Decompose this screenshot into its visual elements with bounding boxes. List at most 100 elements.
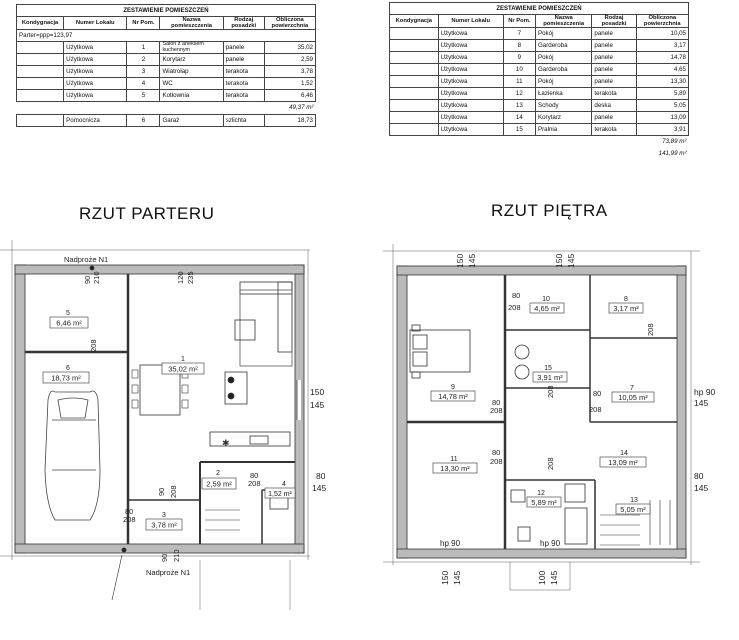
dimension-label: 235 xyxy=(186,271,195,284)
nightstand xyxy=(411,324,421,332)
subtotal: 49,37 m² xyxy=(289,104,314,111)
room-area: 6,46 m² xyxy=(56,319,82,328)
kitchen-counter xyxy=(239,281,293,295)
dimension-label: hp 90 xyxy=(540,539,561,548)
dimension-label: 208 xyxy=(248,479,261,488)
area-box xyxy=(42,371,90,384)
ground-floor-plan: ✱ xyxy=(0,240,310,610)
upper-dimension-labels: 150 145 150 145 hp 90 145 80 145 80 208 … xyxy=(440,254,716,585)
dimension-label: 90 xyxy=(157,488,166,496)
dimension-label: 145 xyxy=(312,483,326,493)
shower xyxy=(564,483,586,503)
dimension-label: 208 xyxy=(490,457,503,466)
area-box xyxy=(532,371,568,383)
toilet xyxy=(517,526,531,542)
room-number: 6 xyxy=(66,365,70,372)
area-box xyxy=(161,362,205,375)
area-box xyxy=(201,477,237,490)
room-area: 13,30 m² xyxy=(440,464,470,473)
dimension-label: 80 xyxy=(492,448,500,457)
area-box xyxy=(430,390,476,402)
room-area: 4,65 m² xyxy=(534,304,560,313)
room-area: 5,89 m² xyxy=(531,498,557,507)
dimension-label: 145 xyxy=(694,398,708,408)
area-box xyxy=(615,503,651,515)
room-number: 13 xyxy=(630,497,638,504)
sofa xyxy=(239,289,293,367)
dimension-label: 80 xyxy=(250,471,258,480)
area-box xyxy=(432,462,478,474)
dimension-label: 208 xyxy=(589,405,602,414)
stove xyxy=(249,435,269,445)
coffee-table xyxy=(234,319,256,341)
area-box xyxy=(526,496,562,508)
room-number: 11 xyxy=(450,456,457,463)
dimension-label: 120 xyxy=(176,271,185,284)
room-number: 9 xyxy=(451,384,455,391)
area-box xyxy=(145,518,183,531)
dining-table xyxy=(139,364,181,416)
dimension-label: 90 xyxy=(83,276,92,284)
rooms-table-ground: ZESTAWIENIE POMIESZCZEŃ Kondygnacja Nume… xyxy=(15,4,317,127)
ground-room-labels: 5 6,46 m² 6 18,73 m² 1 35,02 m² 2 2,59 m… xyxy=(42,310,296,531)
rooms-table-upper: ZESTAWIENIE POMIESZCZEŃ Kondygnacja Nume… xyxy=(389,2,690,160)
wall xyxy=(396,265,687,276)
bar-stool xyxy=(227,376,235,384)
dimension-label: 80 xyxy=(492,398,500,407)
room-area: 1,52 m² xyxy=(268,491,292,498)
dimension-label: 210 xyxy=(92,271,101,284)
wall xyxy=(676,265,687,559)
wall xyxy=(14,264,305,275)
asterisk-icon: ✱ xyxy=(222,438,230,448)
dimension-label: 150 xyxy=(440,571,450,585)
bed xyxy=(409,329,471,373)
col-header: Nazwa pomieszczenia xyxy=(159,16,224,30)
dimension-label: 145 xyxy=(310,400,324,410)
room-number: 5 xyxy=(66,310,70,317)
area-box xyxy=(529,302,565,314)
area-box xyxy=(49,316,89,329)
upper-floor-plan xyxy=(383,244,700,591)
dimension-label: 80 xyxy=(316,471,326,481)
nightstand xyxy=(411,371,421,379)
dimension-label: 150 xyxy=(310,387,324,397)
grand-total: 141,99 m² xyxy=(658,150,687,157)
dimension-label: 90 xyxy=(160,554,169,562)
dimension-label: 150 xyxy=(455,254,465,268)
room-number: 15 xyxy=(544,365,552,372)
entry-steps xyxy=(205,509,240,531)
ground-dimension-labels: Nadproże N1 Nadproże N1 150 145 80 145 8… xyxy=(64,255,326,577)
dimension-label: 208 xyxy=(490,406,503,415)
pillow xyxy=(412,351,428,367)
staircase xyxy=(600,500,671,546)
lintel-label: Nadproże N1 xyxy=(64,255,108,264)
col-header: Nr Pom. xyxy=(502,14,536,28)
wall xyxy=(14,543,305,554)
dimension-label: 145 xyxy=(566,254,576,268)
upper-room-labels: 10 4,65 m² 8 3,17 m² 15 3,91 m² 9 14,78 … xyxy=(430,296,655,515)
pillow xyxy=(412,334,428,350)
room-area: 35,02 m² xyxy=(168,365,198,374)
upper-plan-title: RZUT PIĘTRA xyxy=(491,201,608,220)
dimension-label: 208 xyxy=(546,457,555,470)
dimension-label: 145 xyxy=(694,483,708,493)
car-icon xyxy=(44,390,101,521)
ground-plan-title: RZUT PARTERU xyxy=(79,204,215,223)
dimension-label: 208 xyxy=(89,339,98,352)
sink xyxy=(510,489,526,503)
dimension-label: hp 90 xyxy=(440,539,461,548)
dimension-label: 145 xyxy=(452,571,462,585)
room-number: 1 xyxy=(181,356,185,363)
kitchen-counter xyxy=(209,431,291,447)
room-area: 18,73 m² xyxy=(51,374,81,383)
dimension-label: hp 90 xyxy=(694,387,716,397)
dimension-label: 100 xyxy=(537,571,547,585)
dimension-label: 80 xyxy=(125,507,133,516)
